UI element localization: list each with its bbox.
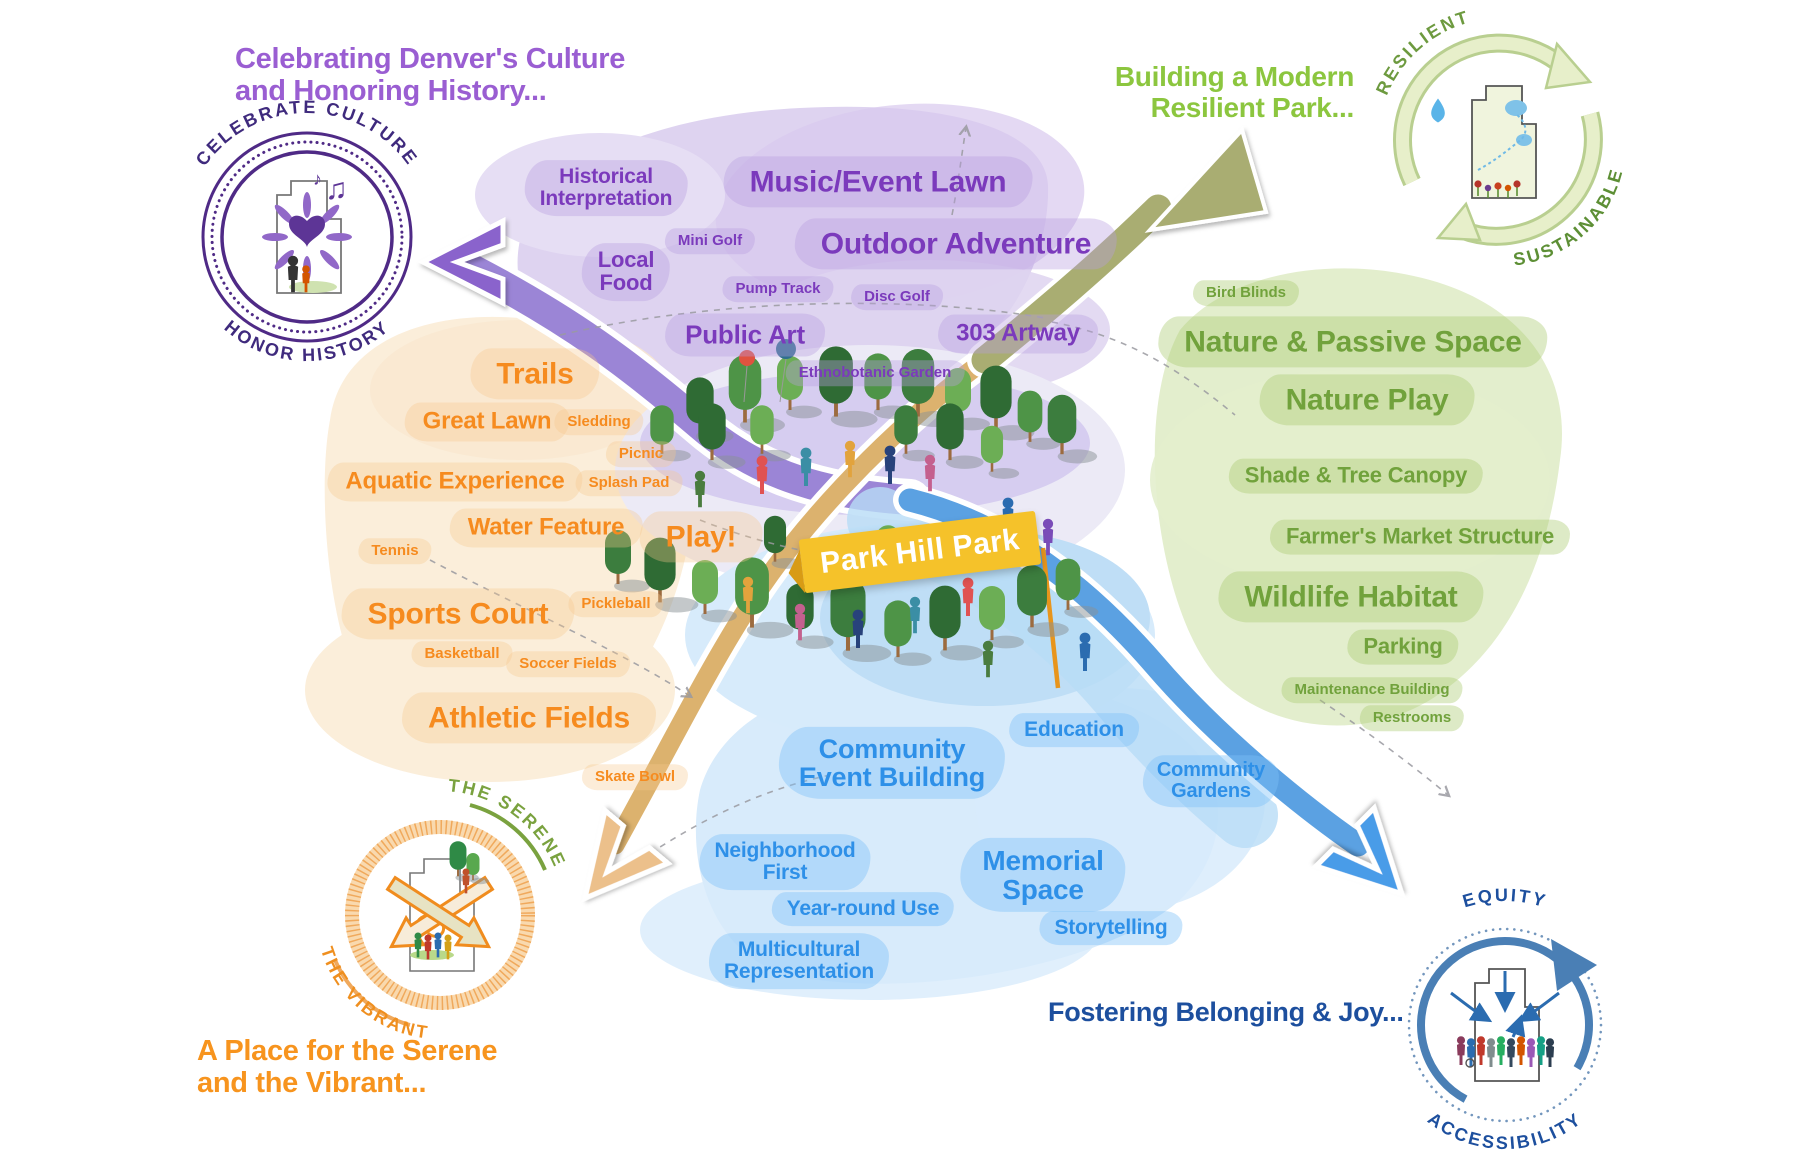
label-splash-pad: Splash Pad bbox=[575, 470, 683, 496]
label-year-round-use: Year-round Use bbox=[771, 892, 955, 926]
label-storytelling: Storytelling bbox=[1039, 911, 1183, 945]
svg-text:ACCESSIBILITY: ACCESSIBILITY bbox=[1424, 1108, 1586, 1153]
equity-accessibility-badge: EQUITY ACCESSIBILITY bbox=[1407, 885, 1603, 1153]
wheelchair-icon bbox=[1465, 1058, 1475, 1068]
label-neighborhood-first: Neighborhood First bbox=[699, 834, 871, 890]
label-farmers-market-structure: Farmer's Market Structure bbox=[1269, 519, 1571, 555]
stream-icon bbox=[1477, 113, 1527, 171]
label-play: Play! bbox=[639, 511, 763, 563]
resilient-sustainable-badge: RESILIENT SUSTAINABLE bbox=[1372, 6, 1624, 269]
label-pickleball: Pickleball bbox=[568, 591, 664, 617]
heart-icon bbox=[289, 215, 325, 247]
label-local-food: Local Food bbox=[581, 243, 671, 301]
serene-badge-art bbox=[385, 840, 495, 972]
label-water-feature: Water Feature bbox=[449, 508, 643, 548]
crossed-arrows-icon bbox=[385, 875, 495, 949]
badge-arc-equity: EQUITY bbox=[1460, 885, 1547, 911]
people-cluster bbox=[694, 339, 1091, 678]
label-pump-track: Pump Track bbox=[722, 276, 834, 302]
culture-heading: Celebrating Denver's Culture and Honorin… bbox=[235, 43, 626, 107]
label-memorial-space: Memorial Space bbox=[960, 837, 1126, 913]
label-tennis: Tennis bbox=[358, 538, 432, 564]
arc-arrowhead-icon bbox=[1551, 939, 1597, 991]
balloons bbox=[739, 339, 796, 403]
badge-arc-accessibility: ACCESSIBILITY bbox=[1424, 1108, 1583, 1153]
label-athletic-fields: Athletic Fields bbox=[401, 692, 657, 744]
circular-arrows-icon bbox=[1393, 33, 1603, 246]
label-historical-interpretation: Historical Interpretation bbox=[524, 160, 688, 216]
svg-text:EQUITY: EQUITY bbox=[1460, 885, 1549, 911]
label-parking: Parking bbox=[1347, 629, 1459, 665]
serene-heading: A Place for the Serene and the Vibrant..… bbox=[197, 1035, 498, 1099]
label-skate-bowl: Skate Bowl bbox=[581, 764, 689, 790]
water-drop-icon bbox=[1431, 98, 1445, 123]
equity-badge-art bbox=[1450, 968, 1560, 1082]
culture-badge-art: ♫ ♪ bbox=[262, 169, 352, 294]
label-outdoor-adventure: Outdoor Adventure bbox=[794, 218, 1118, 270]
label-303-artway: 303 Artway bbox=[938, 314, 1098, 354]
label-ethnobotanic-garden: Ethnobotanic Garden bbox=[785, 360, 965, 386]
label-soccer-fields: Soccer Fields bbox=[506, 651, 630, 677]
label-music-event-lawn: Music/Event Lawn bbox=[723, 156, 1033, 208]
flowers-icon bbox=[1474, 180, 1521, 198]
label-sports-court: Sports Court bbox=[341, 588, 575, 640]
label-maintenance-building: Maintenance Building bbox=[1281, 677, 1463, 703]
label-great-lawn: Great Lawn bbox=[404, 402, 570, 442]
label-bird-blinds: Bird Blinds bbox=[1192, 280, 1300, 306]
label-basketball: Basketball bbox=[411, 641, 513, 667]
label-public-art: Public Art bbox=[665, 313, 825, 357]
label-mini-golf: Mini Golf bbox=[664, 228, 756, 254]
inward-arrows-icon bbox=[1450, 971, 1560, 1038]
belonging-heading: Fostering Belonging & Joy... bbox=[1048, 997, 1404, 1027]
label-aquatic-experience: Aquatic Experience bbox=[327, 462, 583, 502]
label-disc-golf: Disc Golf bbox=[851, 284, 943, 310]
banner-pole bbox=[1040, 547, 1061, 689]
label-shade-tree-canopy: Shade & Tree Canopy bbox=[1228, 458, 1484, 494]
label-education: Education bbox=[1009, 713, 1139, 747]
music-note-icon: ♪ bbox=[313, 169, 322, 189]
resilient-flow-arrowhead bbox=[1144, 126, 1269, 233]
label-community-event-building: Community Event Building bbox=[778, 726, 1006, 800]
label-nature-passive-space: Nature & Passive Space bbox=[1158, 316, 1548, 368]
celebrate-culture-badge: CELEBRATE CULTURE HONOR HISTORY ♫ ♪ bbox=[192, 97, 420, 365]
label-picnic: Picnic bbox=[605, 441, 677, 467]
resilient-badge-art bbox=[1431, 85, 1537, 199]
label-community-gardens: Community Gardens bbox=[1142, 755, 1280, 807]
label-multicultural-representation: Multicultural Representation bbox=[708, 933, 890, 989]
crowd-icon bbox=[1456, 1036, 1555, 1068]
music-notes-icon: ♫ bbox=[325, 173, 348, 206]
label-sledding: Sledding bbox=[554, 409, 644, 435]
label-wildlife-habitat: Wildlife Habitat bbox=[1218, 571, 1484, 623]
label-nature-play: Nature Play bbox=[1259, 374, 1475, 426]
serene-vibrant-badge: THE SERENE THE VIBRANT bbox=[317, 775, 568, 1042]
label-restrooms: Restrooms bbox=[1359, 705, 1465, 731]
resilient-heading: Building a Modern Resilient Park... bbox=[1114, 61, 1354, 123]
label-trails: Trails bbox=[470, 348, 600, 400]
